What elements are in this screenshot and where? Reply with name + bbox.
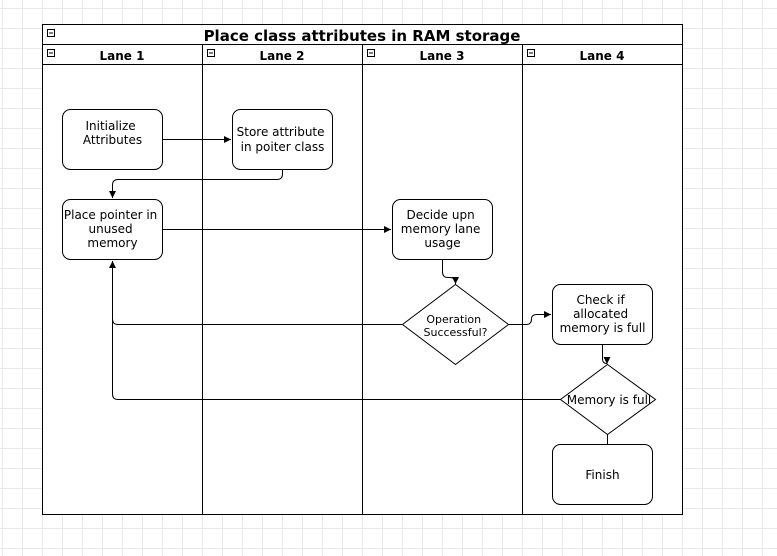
node-text-line: in poiter class [241,140,325,154]
node-text-line: Successful? [423,326,487,339]
edge-memfull-to-place[interactable] [112,261,563,400]
node-text-line: usage [424,236,460,250]
pool-title: Place class attributes in RAM storage [204,27,521,45]
pool-collapse-icon[interactable] [47,29,55,37]
lane-3-label: Lane 3 [420,49,465,63]
node-finish[interactable]: Finish [552,444,653,505]
node-text-line: unused [89,222,133,236]
node-text-line: Operation [426,313,481,326]
lane-3-header[interactable]: Lane 3 [367,49,465,63]
node-store-attribute[interactable]: Store attribute in poiter class [232,109,333,170]
node-text-line: memory is full [560,321,646,335]
node-initialize-attributes[interactable]: Initialize Attributes [62,109,163,170]
svg-text:Place pointer in unused: Place pointer in unused memory [64,208,161,250]
node-text-line: memory [87,236,137,250]
node-operation-successful[interactable]: Operation Successful? [401,283,510,366]
svg-text:Decide upn memory lane: Decide upn memory lane usage [401,208,484,250]
lane-4-header[interactable]: Lane 4 [527,49,625,63]
node-text-line: Attributes [83,133,142,147]
node-text-line: allocated [573,307,628,321]
node-check-allocated-memory[interactable]: Check if allocated memory is full [552,284,653,345]
lane-2-header[interactable]: Lane 2 [207,49,305,63]
lane-4-label: Lane 4 [580,49,625,63]
node-text-line: Store attribute [237,125,325,139]
node-text-line: Memory is full [567,393,652,407]
node-text-line: Decide upn [406,208,474,222]
lane-1-label: Lane 1 [100,49,145,63]
edge-store-to-place[interactable] [109,169,283,199]
svg-text:Initialize Attributes: Initialize Attributes [83,119,142,147]
lane-1-header[interactable]: Lane 1 [47,49,145,63]
node-place-pointer[interactable]: Place pointer in unused memory [62,199,163,260]
svg-text:Store attribute in poite: Store attribute in poiter class [237,125,329,154]
edge-check-to-memfull[interactable] [602,344,611,365]
node-text-line: Finish [585,468,619,482]
node-text-line: Check if [576,293,625,307]
node-text-line: Initialize [85,119,135,133]
node-text-line: memory lane [401,222,481,236]
node-text-line: Place pointer in [64,208,157,222]
edge-decide-to-operation[interactable] [442,259,459,285]
edge-operation-to-check[interactable] [508,311,551,325]
svg-text:Operation Successful?: Operation Successful? [423,313,487,339]
lane-2-label: Lane 2 [260,49,305,63]
node-decide-memory-lane[interactable]: Decide upn memory lane usage [392,199,493,260]
node-memory-is-full[interactable]: Memory is full [559,363,657,436]
svg-text:Check if allocated: Check if allocated memory is full [560,293,646,335]
